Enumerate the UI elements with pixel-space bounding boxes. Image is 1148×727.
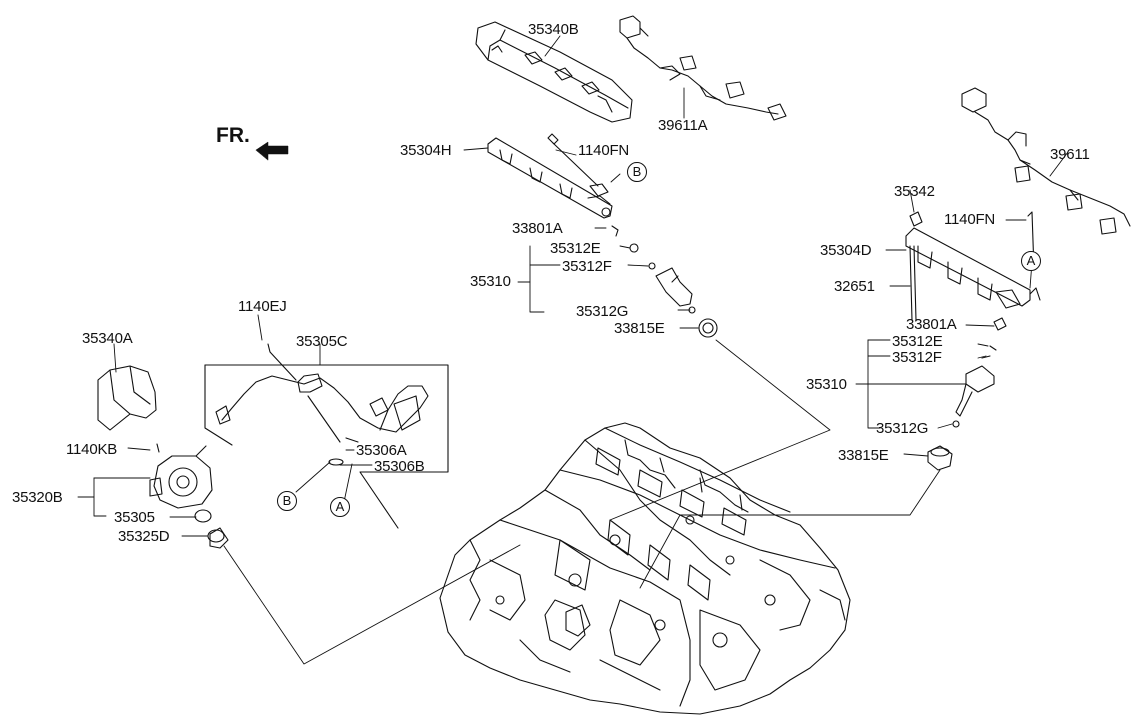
callout-a-lower: A — [330, 497, 350, 517]
part-label-33815e-right: 33815E — [838, 447, 889, 464]
injector-upper — [611, 225, 718, 338]
part-label-33815e-upper: 33815E — [614, 320, 665, 337]
part-label-35306a: 35306A — [356, 442, 407, 459]
part-label-35312e-right: 35312E — [892, 333, 943, 350]
part-label-39611a: 39611A — [658, 117, 708, 134]
front-direction-arrow — [255, 141, 289, 161]
high-pressure-pump-35320b — [149, 443, 229, 549]
engine-cover-35340b — [475, 21, 633, 123]
wiring-harness-39611a — [619, 15, 787, 121]
callout-b-lower: B — [277, 491, 297, 511]
part-label-35312e-upper: 35312E — [550, 240, 601, 257]
fuel-rail-35304d — [905, 211, 1041, 331]
callout-b-upper: B — [627, 162, 647, 182]
part-label-33801a-right: 33801A — [906, 316, 957, 333]
part-label-35312f-right: 35312F — [892, 349, 942, 366]
part-label-35312g-upper: 35312G — [576, 303, 629, 320]
part-label-1140kb: 1140KB — [66, 441, 118, 458]
fuel-pipe-35305c — [204, 343, 449, 529]
callout-a-right: A — [1021, 251, 1041, 271]
part-label-1140fn-right: 1140FN — [944, 211, 996, 228]
part-label-35305: 35305 — [114, 509, 155, 526]
part-label-32651: 32651 — [834, 278, 875, 295]
part-label-35305c: 35305C — [296, 333, 348, 350]
part-label-35342: 35342 — [894, 183, 935, 200]
part-label-35304h: 35304H — [400, 142, 452, 159]
part-label-35312g-right: 35312G — [876, 420, 929, 437]
part-label-35320b: 35320B — [12, 489, 63, 506]
part-label-35310-right: 35310 — [806, 376, 847, 393]
part-label-1140fn-upper: 1140FN — [578, 142, 630, 159]
part-label-35340a: 35340A — [82, 330, 133, 347]
cover-35340a — [97, 365, 157, 431]
part-label-35306b: 35306B — [374, 458, 425, 475]
part-label-1140ej: 1140EJ — [238, 298, 287, 315]
part-label-35312f-upper: 35312F — [562, 258, 612, 275]
fuel-rail-35304h — [487, 133, 613, 219]
front-marker-label: FR. — [216, 124, 250, 147]
part-label-33801a-upper: 33801A — [512, 220, 563, 237]
part-label-35325d: 35325D — [118, 528, 170, 545]
engine-assembly — [439, 422, 851, 715]
leader-lines — [77, 35, 1069, 665]
wiring-harness-39611 — [961, 87, 1131, 235]
part-label-35340b: 35340B — [528, 21, 579, 38]
part-label-39611: 39611 — [1050, 146, 1090, 163]
part-label-35304d: 35304D — [820, 242, 872, 259]
part-label-35310-upper: 35310 — [470, 273, 511, 290]
